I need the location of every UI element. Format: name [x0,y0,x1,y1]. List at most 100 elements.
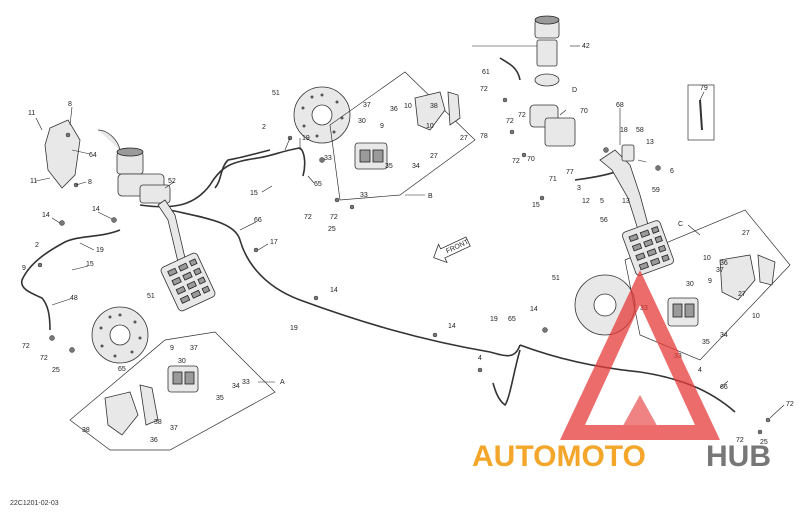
callout-6: 6 [670,168,674,175]
callout-2: 2 [262,124,266,131]
callout-65: 65 [118,366,126,373]
callout-58: 58 [636,127,644,134]
callout-9: 9 [22,265,26,272]
callout-33: 33 [242,379,250,386]
callout-33: 33 [360,192,368,199]
callout-68: 68 [616,102,624,109]
left-master-cylinder [44,119,216,312]
callout-66: 66 [254,217,262,224]
callout-72: 72 [786,401,794,408]
callout-25: 25 [760,439,768,446]
callout-12: 12 [582,198,590,205]
callout-10: 10 [752,313,760,320]
callout-2: 2 [35,242,39,249]
callout-35: 35 [702,339,710,346]
callout-25: 25 [52,367,60,374]
callout-59: 59 [652,187,660,194]
callout-15: 15 [86,261,94,268]
callout-72: 72 [304,214,312,221]
callout-19: 19 [302,135,310,142]
callout-10: 10 [404,103,412,110]
callout-79: 79 [700,85,708,92]
group-letter-b: B [428,193,433,200]
callout-77: 77 [566,169,574,176]
callout-27: 27 [742,230,750,237]
watermark-logo [560,270,720,440]
callout-33: 33 [324,155,332,162]
right-master-cylinder [529,15,715,276]
callout-30: 30 [358,118,366,125]
callout-14: 14 [42,212,50,219]
callout-35: 35 [385,163,393,170]
callout-37: 37 [363,102,371,109]
callout-15: 15 [532,202,540,209]
callout-38: 38 [430,103,438,110]
callout-37: 37 [190,345,198,352]
callout-72: 72 [736,437,744,444]
callout-19: 19 [490,316,498,323]
callout-19: 19 [290,325,298,332]
drawing-code: 22C1201-02-03 [10,500,59,507]
callout-labels: 11 8 64 11 8 14 14 2 9 19 15 48 72 72 25… [22,43,794,446]
callout-78: 78 [480,133,488,140]
brake-lines [20,57,736,413]
callout-15: 15 [250,190,258,197]
leader-lines [35,45,785,419]
callout-71: 71 [549,176,557,183]
callout-72: 72 [40,355,48,362]
callout-30: 30 [686,281,694,288]
callout-38: 38 [82,427,90,434]
callout-72: 72 [22,343,30,350]
group-c-caliper [624,209,791,361]
callout-19: 19 [96,247,104,254]
callout-9: 9 [380,123,384,130]
callout-36: 36 [150,437,158,444]
callout-14: 14 [92,206,100,213]
callout-37: 37 [716,267,724,274]
callout-3: 3 [577,185,581,192]
callout-37: 37 [170,425,178,432]
callout-72: 72 [330,214,338,221]
callout-56: 56 [600,217,608,224]
callout-51: 51 [272,90,280,97]
callout-13: 13 [646,139,654,146]
callout-51: 51 [552,275,560,282]
callout-66: 66 [720,384,728,391]
callout-34: 34 [412,163,420,170]
callout-65: 65 [314,181,322,188]
callout-72: 72 [506,118,514,125]
group-a-caliper [69,331,276,451]
callout-25: 25 [328,226,336,233]
callout-14: 14 [448,323,456,330]
callout-4: 4 [698,367,702,374]
callout-38: 38 [154,419,162,426]
callout-27: 27 [430,153,438,160]
callout-5: 5 [600,198,604,205]
brake-disc-left [91,306,149,364]
callout-14: 14 [330,287,338,294]
callout-48: 48 [70,295,78,302]
callout-18: 18 [620,127,628,134]
callout-27: 27 [738,291,746,298]
callout-11: 11 [30,178,37,185]
callout-30: 30 [178,358,186,365]
callout-61: 61 [482,69,490,76]
callout-8: 8 [88,179,92,186]
callout-10: 10 [703,255,711,262]
callout-35: 35 [216,395,224,402]
callout-10: 10 [426,123,434,130]
callout-72: 72 [518,112,526,119]
fasteners [37,97,771,435]
callout-36: 36 [720,260,728,267]
group-letter-d: D [572,87,577,94]
brake-disc-upper [293,86,351,144]
callout-9: 9 [170,345,174,352]
callout-42: 42 [582,43,590,50]
callout-65: 65 [508,316,516,323]
callout-70: 70 [580,108,588,115]
group-b-caliper [329,71,476,201]
callout-4: 4 [478,355,482,362]
callout-11: 11 [28,110,35,117]
front-arrow: FRONT [433,236,471,264]
